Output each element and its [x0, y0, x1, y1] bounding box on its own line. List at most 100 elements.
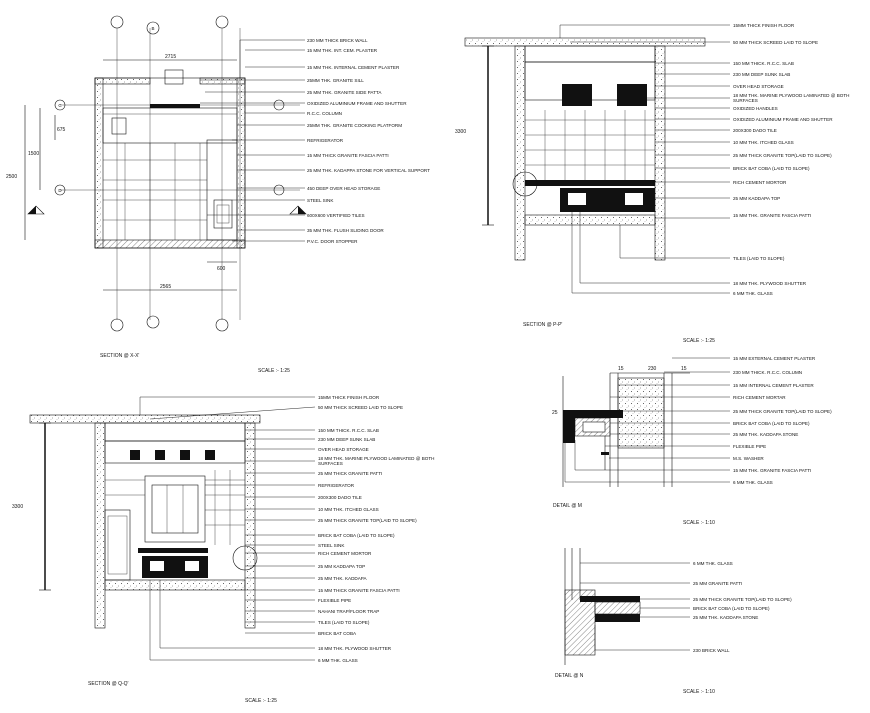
- qq-label: 150 MM THICK. R.C.C. SLAB: [318, 428, 379, 433]
- detail-m-drawing: [562, 357, 730, 487]
- pp-label: 15 MM THK. GRANITE FASCIA PATTI: [733, 213, 812, 218]
- xx-label: OXIDIZED ALUMINIUM FRAME AND SHUTTER: [307, 101, 407, 106]
- section-xx-drawing: [24, 15, 307, 332]
- n-caption: DETAIL @ N: [555, 673, 584, 679]
- m-label: 15 MM THK. GRANITE FASCIA PATTI: [733, 468, 811, 473]
- xx-dim: 2715: [165, 54, 176, 60]
- pp-label: RICH CEMENT MORTOR: [733, 180, 787, 185]
- detail-n-drawing: [564, 548, 690, 665]
- n-label: 230 BRICK WALL: [693, 648, 730, 653]
- xx-label: 230 MM THICK BRICK WALL: [307, 38, 368, 43]
- qq-label: 15 MM THICK GRANITE FASCIA PATTI: [318, 588, 400, 593]
- qq-label: OVER HEAD STORAGE: [318, 447, 369, 452]
- pp-label: OXIDIZED ALUMINIUM FRAME AND SHUTTER: [733, 117, 833, 122]
- qq-label: NAHANI TRAP/FLOOR TRAP: [318, 609, 379, 614]
- n-label: 25 MM GRANITE PATTI: [693, 581, 742, 586]
- qq-label: 6 MM THK. GLASS: [318, 658, 358, 663]
- xx-caption: SECTION @ X-X': [100, 353, 139, 359]
- qq-label: 25 MM THICK GRANITE TOP(LAID TO SLOPE): [318, 518, 417, 523]
- pp-label: 18 MM THK. MARINE PLYWOOD LAMINATED @ BO…: [733, 93, 850, 103]
- m-label: 230 MM THICK. R.C.C. COLUMN: [733, 370, 802, 375]
- qq-label: TILES (LAID TO SLOPE): [318, 620, 370, 625]
- m-dim: 230: [648, 366, 657, 372]
- qq-label: REFRIGERATOR: [318, 483, 355, 488]
- pp-scale: SCALE :- 1:25: [683, 338, 715, 344]
- n-label: 25 MM THK. KADDAPA STONE: [693, 615, 758, 620]
- m-label: 6 MM THK. GLASS: [733, 480, 773, 485]
- pp-label: 10 MM THK. ITCHED GLASS: [733, 140, 794, 145]
- section-xx-text: 230 MM THICK BRICK WALL 15 MM THK. INT. …: [6, 26, 430, 374]
- xx-label: REFRIGERATOR: [307, 138, 344, 143]
- m-label: 25 MM THK. KADDAPA STONE: [733, 432, 798, 437]
- xx-dim: 675: [57, 127, 66, 133]
- qq-caption: SECTION @ Q-Q': [88, 681, 129, 687]
- grid-bubble: C: [58, 103, 62, 108]
- pp-label: 230 MM DEEP SUNK SLAB: [733, 72, 790, 77]
- pp-label: BRICK BAT COBA (LAID TO SLOPE): [733, 166, 810, 171]
- m-dim: 15: [681, 366, 687, 372]
- xx-label: R.C.C. COLUMN: [307, 111, 342, 116]
- m-dim: 15: [618, 366, 624, 372]
- xx-label: 450 DEEP OVER HEAD STORAGE: [307, 186, 380, 191]
- qq-label: BRICK BAT COBA (LAID TO SLOPE): [318, 533, 395, 538]
- qq-label: 200X300 DADO TILE: [318, 495, 362, 500]
- xx-label: 35 MM THK. FLUSH SLIDING DOOR: [307, 228, 384, 233]
- grid-bubble: B: [151, 26, 154, 31]
- xx-label: 15 MM THICK GRANITE FASCIA PATTI: [307, 153, 389, 158]
- n-label: 25 MM THICK GRANITE TOP(LAID TO SLOPE): [693, 597, 792, 602]
- qq-label: 25 MM THK. KADDAPA: [318, 576, 368, 581]
- pp-label: 6 MM THK. GLASS: [733, 291, 773, 296]
- qq-label: 25 MM THICK GRANITE PATTI: [318, 471, 382, 476]
- xx-label: 25 MM THK. GRANITE SIDE PATTA: [307, 90, 382, 95]
- section-pp-drawing: [464, 24, 730, 294]
- qq-dim: 3300: [12, 504, 23, 510]
- n-label: 6 MM THK. GLASS: [693, 561, 733, 566]
- qq-label: 230 MM DEEP SUNK SLAB: [318, 437, 375, 442]
- m-label: 15 MM EXTERNAL CEMENT PLASTER: [733, 356, 816, 361]
- grid-bubble: D: [58, 188, 62, 193]
- m-label: M.S. WASHER: [733, 456, 764, 461]
- m-dim: 25: [552, 410, 558, 416]
- qq-label: STEEL SINK: [318, 543, 345, 548]
- qq-scale: SCALE :- 1:25: [245, 698, 277, 704]
- pp-label: 15MM THICK FINISH FLOOR: [733, 23, 795, 28]
- qq-label: RICH CEMENT MORTOR: [318, 551, 372, 556]
- xx-label: 25MM THK. GRANITE COOKING PLATFORM: [307, 123, 402, 128]
- m-label: BRICK BAT COBA (LAID TO SLOPE): [733, 421, 810, 426]
- pp-label: 150 MM THICK. R.C.C. SLAB: [733, 61, 794, 66]
- detail-n-text: 6 MM THK. GLASS 25 MM GRANITE PATTI 25 M…: [555, 561, 792, 695]
- pp-label: OVER HEAD STORAGE: [733, 84, 784, 89]
- xx-dim: 2500: [6, 174, 17, 180]
- pp-label: 25 MM THICK GRANITE TOP(LAID TO SLOPE): [733, 153, 832, 158]
- n-label: BRICK BAT COBA (LAID TO SLOPE): [693, 606, 770, 611]
- detail-m-text: 15 230 15 25 15 MM EXTERNAL CEMENT PLAST…: [552, 356, 832, 526]
- xx-scale: SCALE :- 1:25: [258, 368, 290, 374]
- m-label: 15 MM INTERNAL CEMENT PLASTER: [733, 383, 814, 388]
- section-qq-drawing: [29, 396, 316, 661]
- xx-dim: 600: [217, 266, 226, 272]
- pp-dim: 3300: [455, 129, 466, 135]
- xx-label: 15 MM THK. INT. CEM. PLASTER: [307, 48, 378, 53]
- pp-caption: SECTION @ P-P': [523, 322, 562, 328]
- pp-label: TILES (LAID TO SLOPE): [733, 256, 785, 261]
- pp-label: 25 MM KADDAPA TOP: [733, 196, 780, 201]
- qq-label: 25 MM KADDAPA TOP: [318, 564, 365, 569]
- pp-label: OXIDIZED HANDLES: [733, 106, 778, 111]
- xx-label: P.V.C. DOOR STOPPER: [307, 239, 358, 244]
- m-scale: SCALE :- 1:10: [683, 520, 715, 526]
- qq-label: 15MM THICK FINISH FLOOR: [318, 395, 380, 400]
- qq-label: 10 MM THK. ITCHED GLASS: [318, 507, 379, 512]
- pp-label: 18 MM THK. PLYWOOD SHUTTER: [733, 281, 807, 286]
- xx-label: 600X600 VERTIFIED TILES: [307, 213, 365, 218]
- xx-label: 15 MM THK. INTERNAL CEMENT PLASTER: [307, 65, 400, 70]
- m-caption: DETAIL @ M: [553, 503, 582, 509]
- section-pp-text: 15MM THICK FINISH FLOOR 50 MM THICK SCRE…: [455, 23, 850, 344]
- qq-label: 18 MM THK. PLYWOOD SHUTTER: [318, 646, 392, 651]
- m-label: RICH CEMENT MORTAR: [733, 395, 786, 400]
- qq-label: 50 MM THICK SCREED LAID TO SLOPE: [318, 405, 403, 410]
- n-scale: SCALE :- 1:10: [683, 689, 715, 695]
- qq-label: BRICK BAT COBA: [318, 631, 357, 636]
- qq-label: FLEXIBLE PIPE: [318, 598, 351, 603]
- xx-label: 25MM THK. GRANITE SILL: [307, 78, 364, 83]
